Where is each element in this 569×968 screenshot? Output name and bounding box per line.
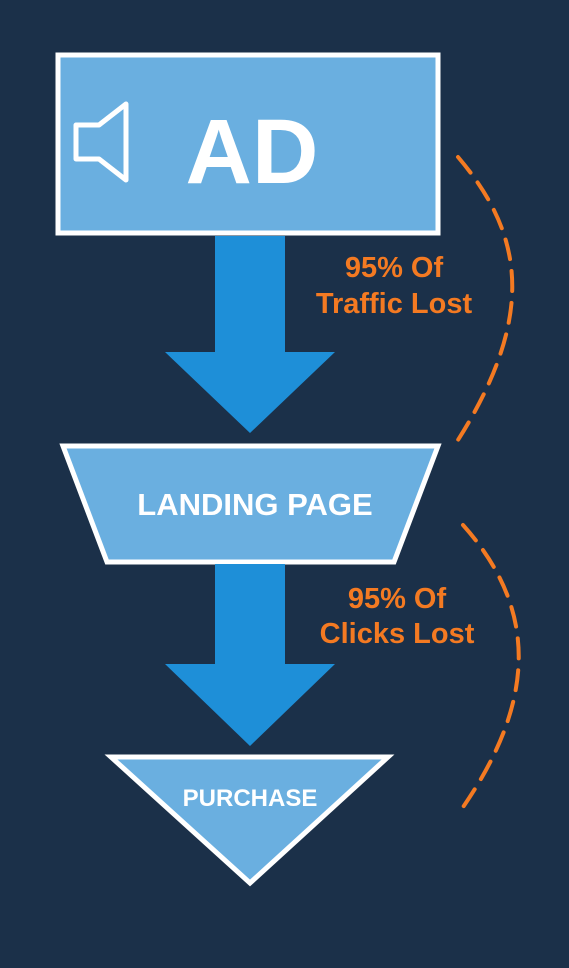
clicks-loss-line2: Clicks Lost (320, 618, 475, 650)
purchase-stage: PURCHASE (104, 754, 395, 887)
traffic-loss-note: 95% Of Traffic Lost (316, 252, 473, 320)
landing-label: LANDING PAGE (137, 487, 372, 522)
arrow-ad-to-landing (165, 236, 335, 433)
landing-stage: LANDING PAGE (59, 443, 442, 565)
ad-box (55, 52, 441, 236)
ad-label: AD (186, 101, 319, 203)
traffic-loss-line1: 95% Of (345, 252, 444, 284)
traffic-loss-line2: Traffic Lost (316, 288, 473, 320)
landing-box (59, 443, 442, 565)
purchase-box (104, 754, 395, 887)
speaker-icon (73, 101, 129, 183)
purchase-label: PURCHASE (183, 785, 318, 812)
ad-stage: AD (55, 52, 441, 236)
clicks-loss-note: 95% Of Clicks Lost (320, 583, 475, 650)
clicks-loss-bracket (459, 523, 521, 812)
arrow-landing-to-purchase (165, 564, 335, 746)
clicks-loss-line1: 95% Of (348, 583, 447, 615)
traffic-loss-bracket (456, 155, 515, 442)
